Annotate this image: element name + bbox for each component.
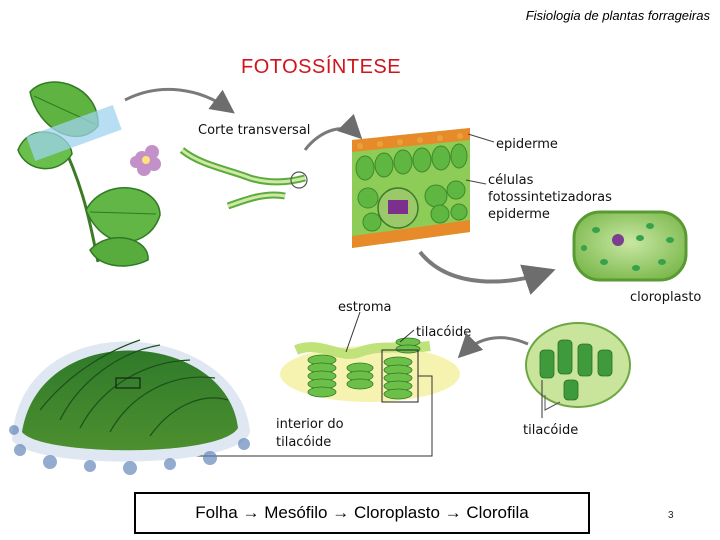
summary-box: Folha → Mesófilo → Cloroplasto → Clorofi…: [134, 492, 590, 534]
thylakoid-interior-illustration: [9, 339, 250, 475]
grana-stack: [307, 337, 421, 400]
arrow-chloroplast-to-thylakoid: [457, 332, 529, 359]
label-fotossintetizadoras: fotossintetizadoras: [488, 190, 612, 205]
summary-text: Folha → Mesófilo → Cloroplasto → Clorofi…: [195, 503, 529, 522]
arrow-leaf-to-cross-section: [124, 87, 235, 114]
label-tilacoide-top: tilacóide: [416, 325, 472, 340]
leaf-tissue-block: [352, 128, 470, 248]
page-number: 3: [668, 510, 674, 521]
label-tilacoide-bottom: tilacóide: [523, 423, 579, 438]
label-interior-do: interior do: [276, 417, 344, 432]
flower-icon: [130, 145, 161, 176]
label-epiderme-bottom: epiderme: [488, 207, 550, 222]
leaf-plant-illustration: [17, 81, 161, 267]
label-corte-transversal: Corte transversal: [198, 123, 311, 138]
arrow-strip-to-tissue: [303, 113, 363, 151]
label-epiderme-top: epiderme: [496, 137, 558, 152]
thylakoid-stacks-illustration: [280, 337, 460, 403]
leaf-cross-section-strip: [179, 147, 308, 210]
plant-cell-illustration: [572, 210, 688, 282]
slide-title: FOTOSSÍNTESE: [241, 56, 402, 78]
zoom-box-dome: [115, 377, 141, 389]
pointer-tilacoide-top: [399, 329, 415, 343]
pointer-epiderme: [467, 133, 495, 143]
label-estroma: estroma: [338, 300, 392, 315]
chloroplast-illustration: [525, 322, 631, 411]
label-cloroplasto: cloroplasto: [630, 290, 702, 305]
pointer-estroma: [345, 311, 361, 353]
label-celulas: células: [488, 173, 534, 188]
zoom-circle: [290, 171, 308, 189]
slide-header: Fisiologia de plantas forrageiras: [525, 8, 710, 23]
label-interior-tilacoide: tilacóide: [276, 435, 332, 450]
arrow-tissue-to-cell: [418, 250, 556, 295]
pointer-celulas: [465, 179, 487, 185]
